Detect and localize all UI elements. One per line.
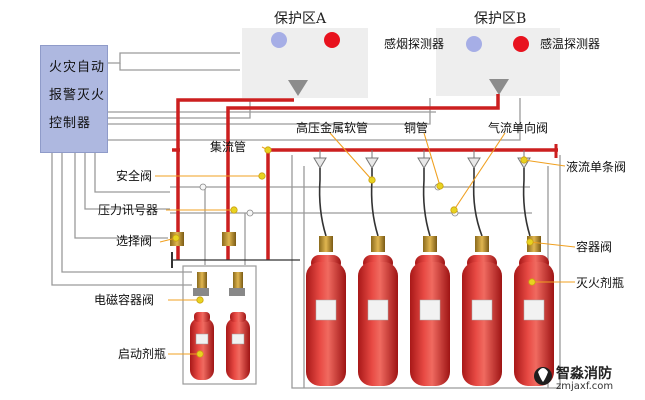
zone-b-title: 保护区B [474, 11, 527, 27]
selector-valve-label: 选择阀 [116, 234, 153, 248]
pressure-switch-label: 压力讯号器 [98, 203, 159, 217]
liquid-check-valve-label: 液流单条阀 [566, 160, 627, 174]
zone-b-smoke-detector-icon [466, 36, 482, 52]
controller-line-2: 报警灭火 [49, 88, 106, 103]
heat-detector-label: 感温探测器 [540, 37, 601, 51]
safety-valve-label: 安全阀 [116, 169, 153, 183]
pilot-bottle-label: 启动剂瓶 [118, 347, 167, 361]
controller-line-3: 控制器 [49, 116, 92, 131]
fire-alarm-controller: 火灾自动 报警灭火 控制器 [40, 45, 108, 153]
controller-line-1: 火灾自动 [49, 60, 106, 75]
signal-wiring [51, 52, 561, 389]
solenoid-valve-label: 电磁容器阀 [94, 293, 155, 307]
manifold-label: 集流管 [210, 140, 247, 154]
container-valve-label: 容器阀 [576, 240, 613, 254]
agent-cylinder [306, 236, 346, 386]
agent-cylinders [306, 236, 554, 386]
copper-pipe-label: 铜管 [404, 121, 429, 135]
brand-logo-icon [534, 367, 552, 385]
agent-cylinder [358, 236, 398, 386]
discharge-pipes [172, 94, 558, 260]
agent-cylinder [462, 236, 502, 386]
agent-bottle-label: 灭火剂瓶 [576, 276, 625, 290]
zone-a-heat-detector-icon [324, 32, 340, 48]
zone-a-smoke-detector-icon [271, 32, 287, 48]
liquid-check-valves [313, 157, 531, 169]
zone-a-title: 保护区A [274, 11, 327, 27]
agent-cylinder [410, 236, 450, 386]
hp-hose-label: 高压金属软管 [296, 121, 369, 135]
brand-url: zmjaxf.com [556, 381, 614, 392]
gas-check-valve-label: 气流单向阀 [488, 121, 549, 135]
hp-hoses [318, 168, 531, 237]
selector-valve-icons [170, 232, 236, 246]
smoke-detector-label: 感烟探测器 [384, 37, 445, 51]
leader-dots [172, 146, 536, 358]
zone-b-nozzle-icon [489, 79, 509, 95]
gas-check-valve-icons [199, 183, 459, 217]
zone-a-nozzle-icon [288, 80, 308, 96]
agent-cylinder [514, 236, 554, 386]
pilot-bottle-frame [182, 265, 257, 385]
zone-a-box [242, 28, 368, 98]
brand-name: 智淼消防 [556, 366, 612, 382]
zone-b-heat-detector-icon [513, 36, 529, 52]
pilot-bottles [190, 272, 250, 380]
